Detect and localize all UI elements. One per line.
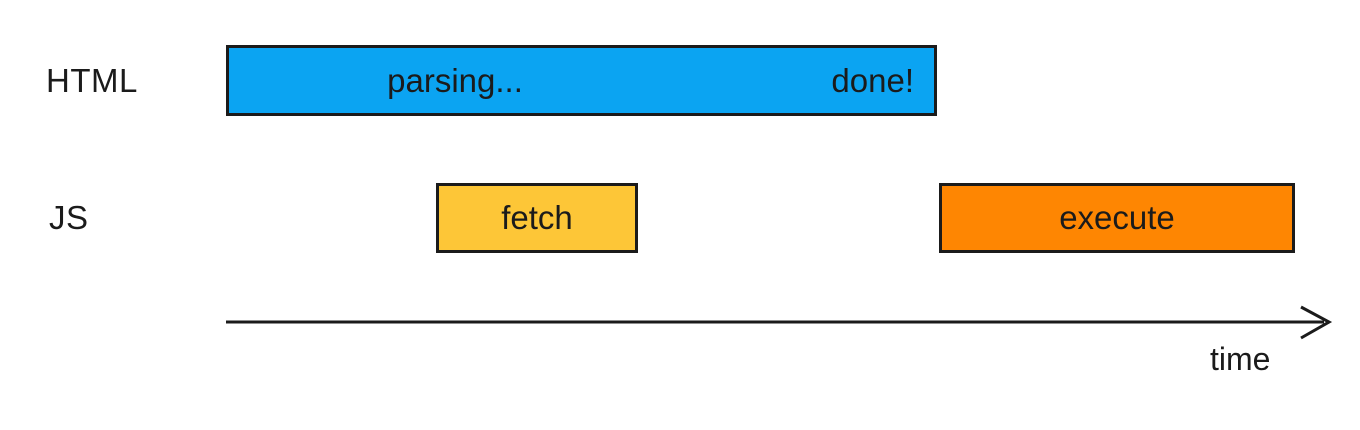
execute-label: execute xyxy=(1059,199,1175,236)
row-label-js: JS xyxy=(49,199,89,236)
done-label: done! xyxy=(831,61,914,99)
fetch-bar: fetch xyxy=(436,183,638,253)
execute-bar: execute xyxy=(939,183,1295,253)
time-axis-label: time xyxy=(1210,341,1271,377)
fetch-label: fetch xyxy=(501,199,573,236)
parsing-bar: parsing... done! xyxy=(226,45,937,116)
parsing-label: parsing... xyxy=(387,61,523,99)
row-label-html: HTML xyxy=(46,61,138,99)
